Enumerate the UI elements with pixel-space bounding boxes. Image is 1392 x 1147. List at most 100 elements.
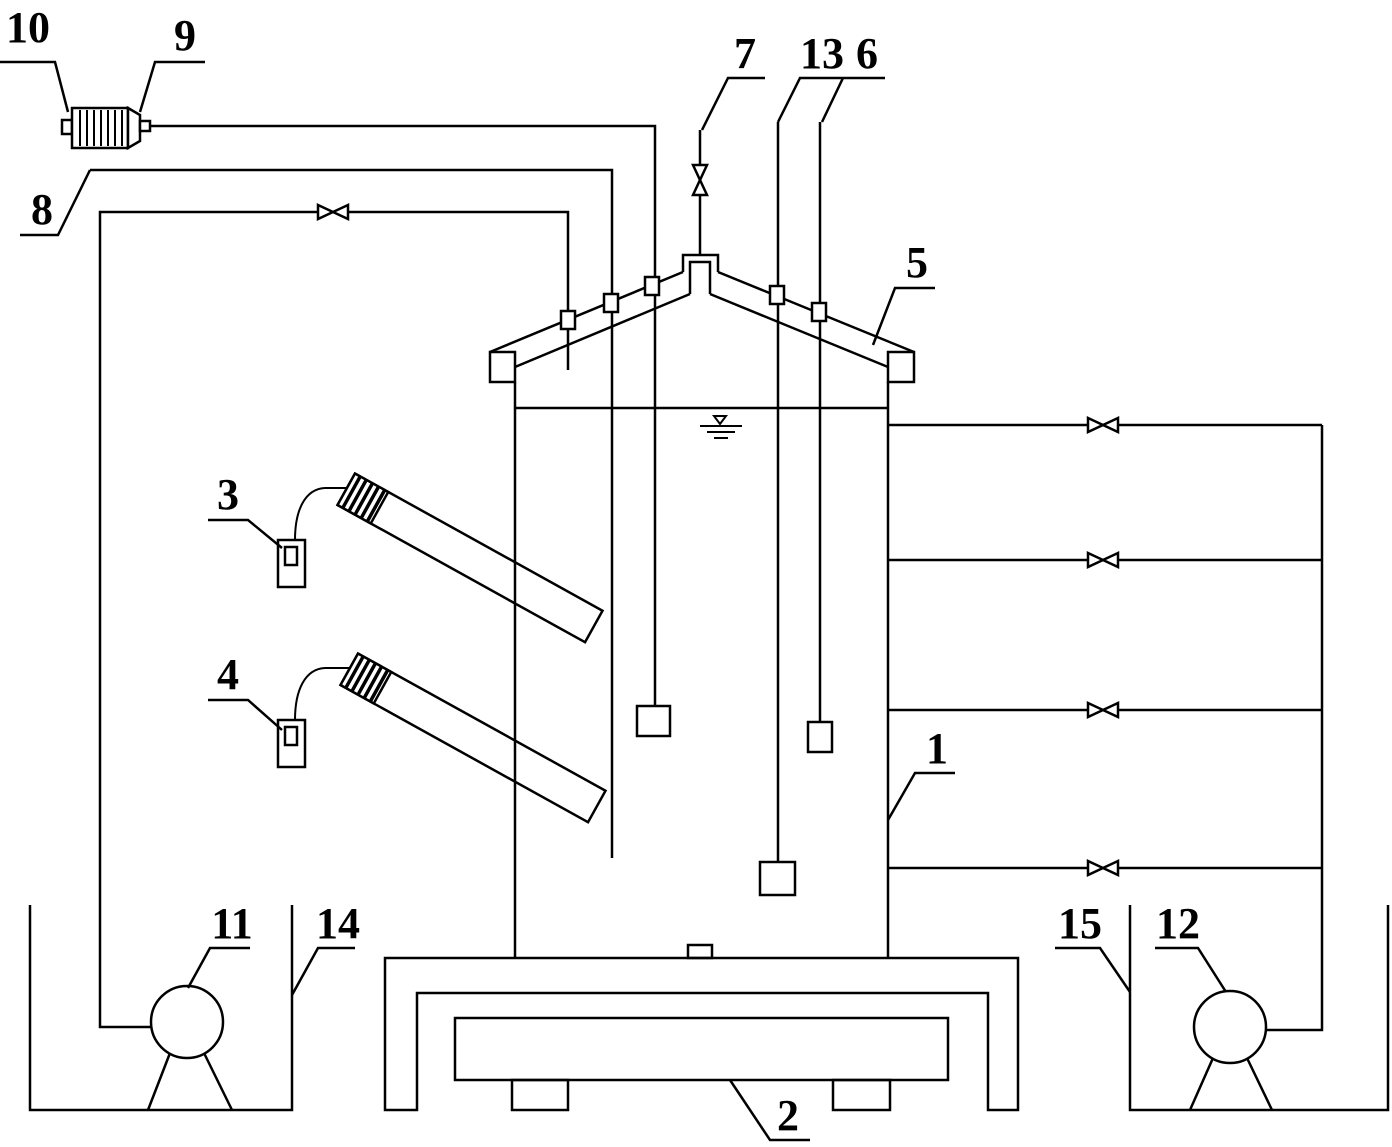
valve-half bbox=[1100, 701, 1120, 719]
leader-line-10 bbox=[0, 60, 70, 113]
valve-half bbox=[1086, 551, 1106, 569]
valve-half bbox=[316, 203, 336, 221]
callout-8: 8 bbox=[31, 185, 53, 234]
callout-4: 4 bbox=[217, 650, 239, 699]
lamp-cap-hatch bbox=[365, 489, 387, 523]
lamp-tube-4 bbox=[338, 651, 608, 824]
lamp-cap-hatch bbox=[368, 669, 390, 703]
roof-chimney-outer bbox=[681, 253, 720, 272]
base-outer-frame bbox=[383, 956, 1020, 1112]
valve-half bbox=[1100, 551, 1120, 569]
valve-recirculation bbox=[316, 203, 350, 221]
callout-15: 15 bbox=[1058, 899, 1102, 948]
leader-lines bbox=[0, 60, 1228, 1142]
leader-line-8 bbox=[20, 169, 92, 237]
valve-half bbox=[1100, 859, 1120, 877]
base-frame bbox=[383, 943, 1020, 1112]
vessel-bottom-nub bbox=[686, 943, 714, 960]
pump-casing bbox=[1192, 989, 1268, 1065]
leader-line-15 bbox=[1055, 946, 1132, 993]
lamp-cable bbox=[294, 667, 350, 721]
lamp-assembly-3 bbox=[276, 471, 605, 644]
callout-9: 9 bbox=[174, 11, 196, 60]
lamp-cap-hatch bbox=[356, 662, 378, 696]
leader-line-7 bbox=[700, 76, 765, 131]
basin-right bbox=[1128, 905, 1390, 1112]
lamp-assembly-4 bbox=[276, 651, 608, 824]
callout-13: 13 bbox=[800, 29, 844, 78]
roof-eave-right bbox=[886, 350, 916, 384]
leader-line-2 bbox=[728, 1079, 810, 1142]
callout-14: 14 bbox=[316, 899, 360, 948]
leader-line-13 bbox=[776, 76, 842, 123]
lamp-cap-hatch bbox=[350, 658, 371, 693]
leader-line-12 bbox=[1155, 946, 1228, 993]
lamp-cap-hatch bbox=[362, 665, 384, 699]
lamp-cap-hatch bbox=[353, 482, 375, 516]
roof-inner-left bbox=[514, 292, 691, 369]
valve-outlet bbox=[1086, 701, 1120, 719]
lamp-cap-hatch bbox=[344, 655, 365, 689]
filter-unit bbox=[60, 105, 152, 151]
base-foot-left bbox=[510, 1078, 570, 1112]
lamp-tube-3 bbox=[335, 471, 605, 644]
probe-box-left bbox=[635, 704, 672, 738]
pump-leg bbox=[1188, 1057, 1215, 1111]
outlet-manifold bbox=[888, 423, 1324, 1032]
roof-nozzle bbox=[810, 301, 828, 323]
leader-line-11 bbox=[186, 946, 250, 989]
pump-leg bbox=[1245, 1057, 1274, 1111]
base-foot-right bbox=[831, 1078, 892, 1112]
callout-3: 3 bbox=[217, 470, 239, 519]
water-level-symbol bbox=[700, 415, 742, 439]
valve-half bbox=[691, 163, 709, 183]
base-inner-block bbox=[453, 1016, 950, 1082]
valve-half bbox=[691, 177, 709, 197]
manifold-return-pipe bbox=[1265, 425, 1324, 1032]
valve-vent-7 bbox=[691, 163, 709, 197]
callout-10: 10 bbox=[6, 3, 50, 52]
probe-box-6 bbox=[806, 720, 834, 754]
roof-eave-left bbox=[488, 350, 517, 384]
probe-box-13 bbox=[758, 860, 797, 897]
roof-inner-right bbox=[709, 292, 889, 369]
roof-nozzle bbox=[559, 309, 577, 331]
callout-12: 12 bbox=[1156, 899, 1200, 948]
callout-1: 1 bbox=[926, 724, 948, 773]
leader-line-1 bbox=[886, 771, 955, 821]
callout-labels: 10 9 7 13 6 8 5 3 4 1 11 14 15 12 2 bbox=[6, 3, 1200, 1140]
control-box-window bbox=[283, 545, 299, 567]
roof-nozzle bbox=[768, 284, 786, 306]
water-level-triangle bbox=[712, 415, 728, 426]
leader-line-6 bbox=[820, 76, 885, 123]
basin-left-walls bbox=[28, 905, 294, 1112]
callout-5: 5 bbox=[906, 238, 928, 287]
callout-11: 11 bbox=[211, 899, 253, 948]
roof-nozzle bbox=[643, 275, 661, 297]
filter-outlet-nub bbox=[138, 119, 152, 133]
line-8 bbox=[90, 168, 614, 858]
filter-right-taper bbox=[126, 105, 142, 151]
pipe-filter-to-probe bbox=[150, 124, 657, 706]
callout-7: 7 bbox=[734, 29, 756, 78]
valve-half bbox=[1086, 416, 1106, 434]
basin-right-walls bbox=[1128, 905, 1390, 1112]
valve-outlet bbox=[1086, 551, 1120, 569]
leader-line-4 bbox=[208, 698, 283, 731]
roof-cover bbox=[488, 253, 916, 384]
pipe-recirculation-left bbox=[98, 210, 570, 1029]
valve-half bbox=[1100, 416, 1120, 434]
control-box-window bbox=[283, 725, 299, 747]
valve-half bbox=[1086, 701, 1106, 719]
leader-line-14 bbox=[290, 946, 355, 996]
lamp-cable bbox=[294, 487, 348, 541]
lamp-cap-hatch bbox=[359, 485, 381, 519]
valve-half bbox=[330, 203, 350, 221]
pump-12 bbox=[1188, 989, 1274, 1111]
filter-left-cap bbox=[60, 118, 74, 136]
pump-casing bbox=[149, 984, 225, 1060]
roof-nozzle bbox=[602, 292, 620, 314]
valve-outlet bbox=[1086, 859, 1120, 877]
lamp-cap-hatch bbox=[347, 478, 368, 513]
